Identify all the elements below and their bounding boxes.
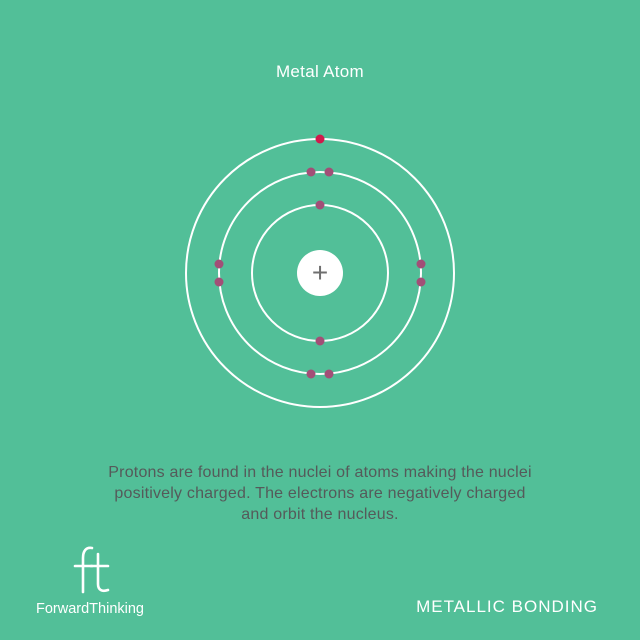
electron <box>416 259 426 269</box>
footer-title: METALLIC BONDING <box>416 597 598 616</box>
electron <box>315 200 325 210</box>
orbit-shell-2 <box>218 171 422 375</box>
electron <box>306 167 316 177</box>
electron <box>324 167 334 177</box>
caption-line: Protons are found in the nuclei of atoms… <box>108 464 532 481</box>
brand: ForwardThinking <box>36 544 166 617</box>
ft-logo-icon <box>73 546 110 594</box>
brand-name: ForwardThinking <box>36 601 144 617</box>
nucleus <box>297 250 343 296</box>
electron <box>306 369 316 379</box>
outer-electron <box>315 134 325 144</box>
diagram-title: Metal Atom <box>275 62 365 81</box>
electron <box>416 277 426 287</box>
electron <box>324 369 334 379</box>
caption-line: positively charged. The electrons are ne… <box>114 485 526 502</box>
electron <box>214 277 224 287</box>
electron <box>315 336 325 346</box>
nucleus-plus-symbol: + <box>312 257 328 288</box>
caption: Protons are found in the nuclei of atoms… <box>60 462 580 525</box>
caption-line: and orbit the nucleus. <box>241 506 399 523</box>
electron <box>214 259 224 269</box>
